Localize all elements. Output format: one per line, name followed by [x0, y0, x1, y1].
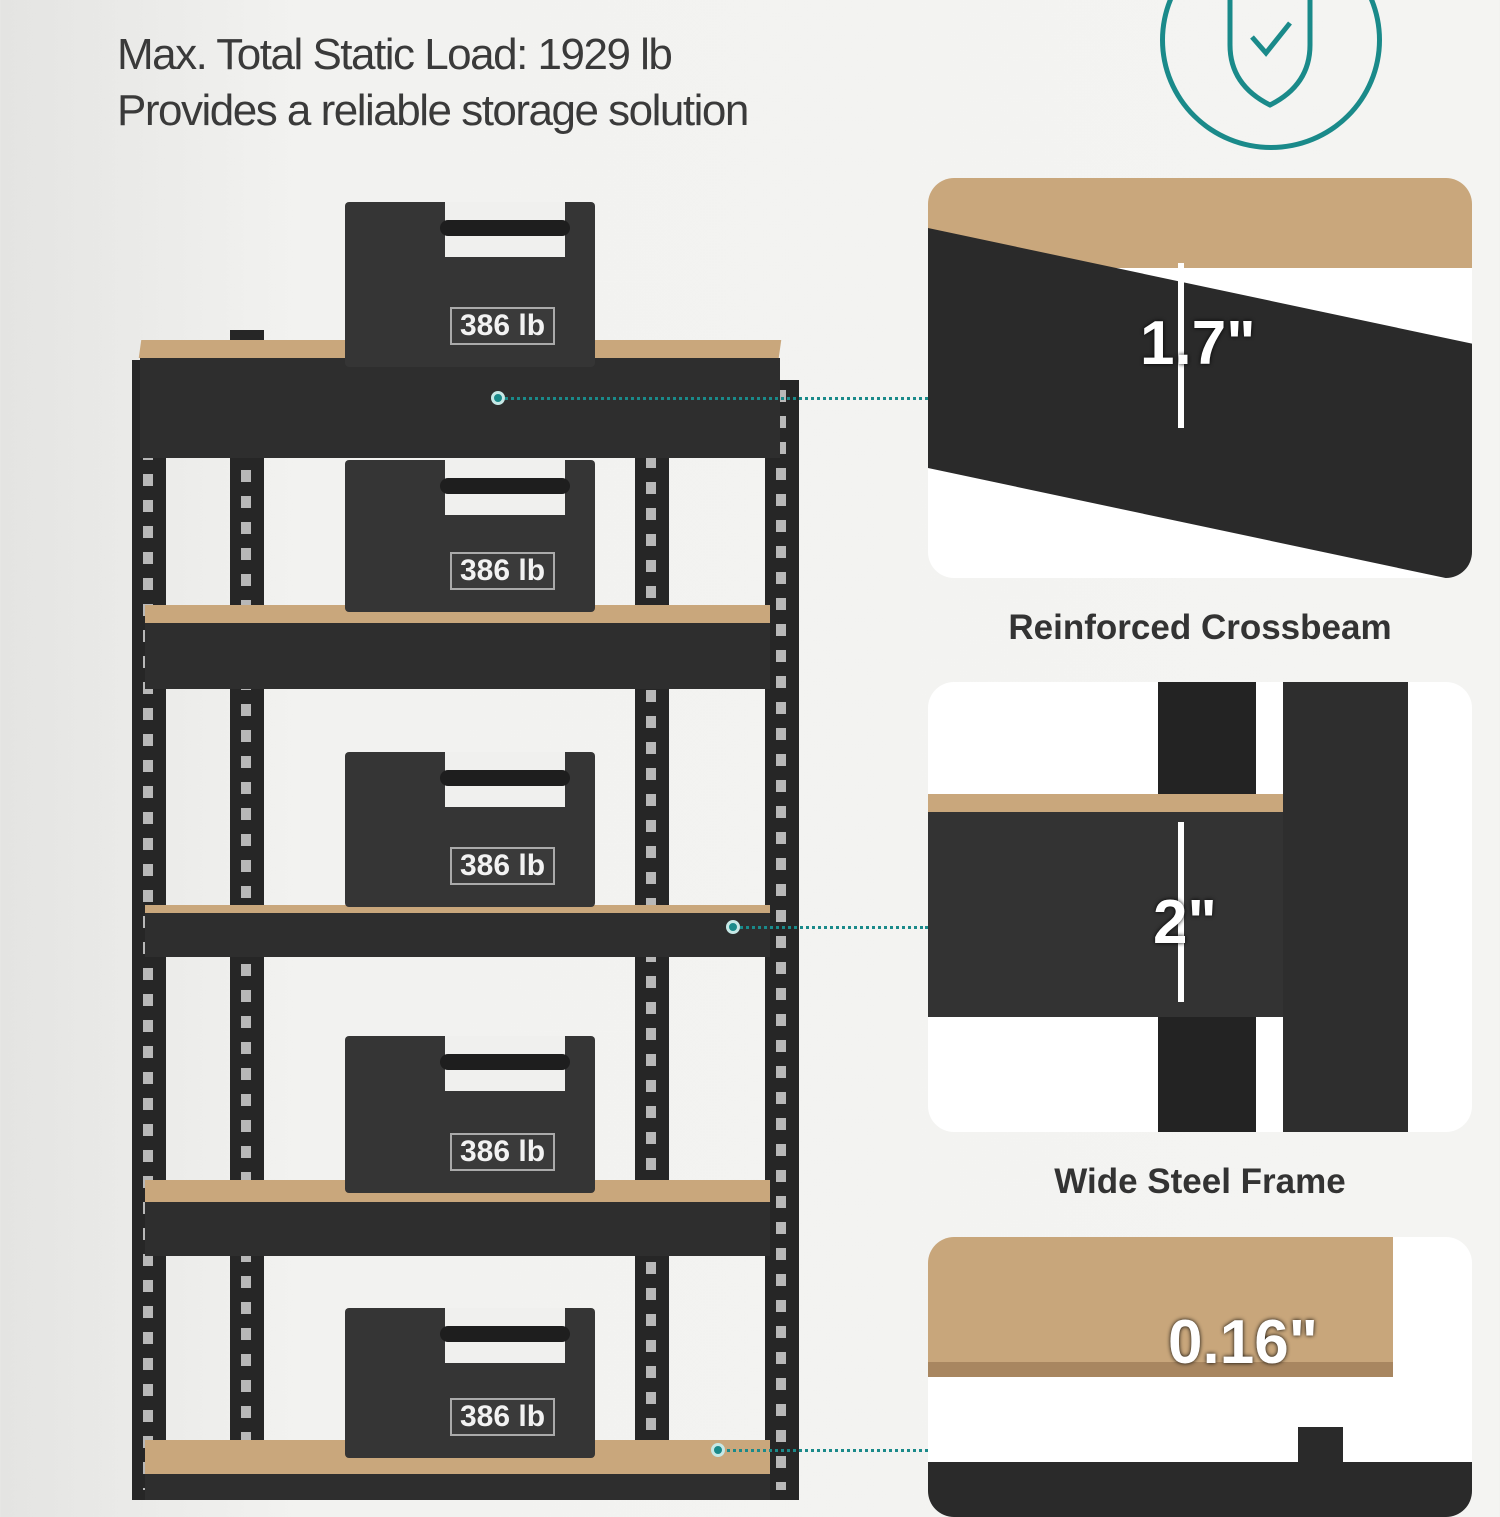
weight-block: 386 lb — [345, 202, 595, 367]
callout-line — [735, 926, 928, 929]
headline-subtitle: Provides a reliable storage solution — [117, 86, 749, 135]
board-edge — [928, 794, 1283, 812]
dimension-arrow — [1178, 822, 1184, 1002]
crossbeam-detail-panel: 1.7" — [928, 178, 1472, 578]
frame-post — [1298, 1427, 1343, 1517]
frame-post — [1283, 682, 1408, 1132]
board-detail-panel: 0.16" — [928, 1237, 1472, 1517]
frame-detail-panel: 2" — [928, 682, 1472, 1132]
frame-beam — [928, 812, 1283, 1017]
headline-load: Max. Total Static Load: 1929 lb — [117, 30, 673, 79]
shelf-beam — [145, 1202, 770, 1256]
shelf-board — [145, 905, 770, 913]
board-edge — [928, 1362, 1393, 1377]
weight-label: 386 lb — [450, 307, 556, 345]
weight-label: 386 lb — [450, 552, 556, 590]
callout-dot — [491, 391, 505, 405]
weight-block: 386 lb — [345, 1308, 595, 1458]
weight-label: 386 lb — [450, 1398, 556, 1436]
dimension-label: 1.7" — [1140, 309, 1256, 378]
callout-dot — [711, 1443, 725, 1457]
dimension-label: 2" — [1153, 888, 1217, 957]
feature-label: Reinforced Crossbeam — [1008, 608, 1392, 647]
shield-check-icon — [1227, 0, 1313, 108]
shelf-beam — [145, 1474, 770, 1500]
badge-circle — [1160, 0, 1382, 150]
callout-line — [500, 397, 928, 400]
shelf-beam — [145, 913, 770, 957]
weight-label: 386 lb — [450, 847, 556, 885]
shelf-post — [765, 380, 799, 1500]
weight-label: 386 lb — [450, 1133, 556, 1171]
callout-line — [720, 1449, 928, 1452]
weight-block: 386 lb — [345, 1036, 595, 1193]
weight-block: 386 lb — [345, 752, 595, 907]
callout-dot — [726, 920, 740, 934]
dimension-label: 0.16" — [1168, 1308, 1319, 1377]
shelf-beam — [145, 623, 770, 689]
shelf-post — [635, 420, 669, 1500]
feature-label: Wide Steel Frame — [1054, 1162, 1346, 1201]
shelf-board — [145, 605, 770, 623]
crossbeam — [928, 228, 1472, 578]
frame-beam — [928, 1462, 1472, 1517]
board-surface — [928, 1237, 1393, 1362]
weight-block: 386 lb — [345, 460, 595, 612]
shelf-beam — [140, 358, 780, 458]
dimension-arrow — [1178, 263, 1184, 428]
